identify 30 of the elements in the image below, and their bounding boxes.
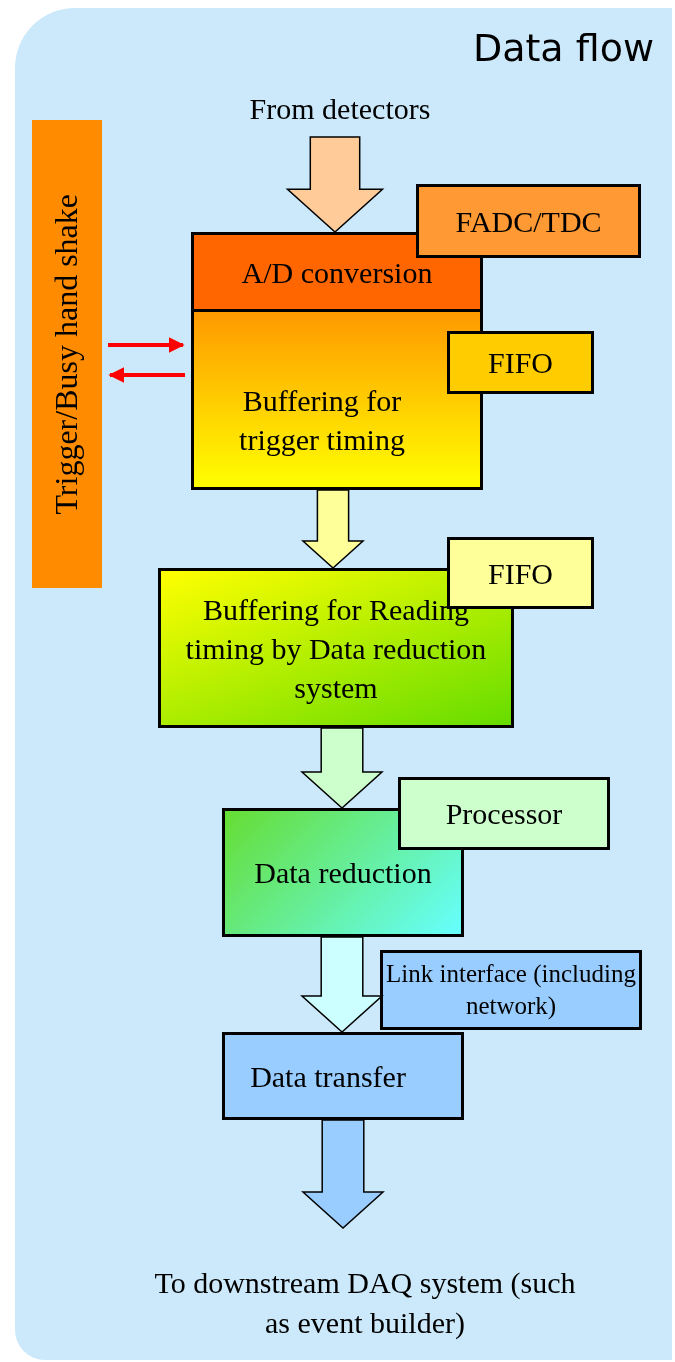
component-box [398, 777, 610, 850]
box-text: FIFO [488, 555, 553, 592]
process-box [222, 1032, 464, 1120]
block-arrow [301, 489, 365, 569]
block-arrow [285, 136, 385, 233]
data-flow-panel [15, 8, 672, 1360]
component-box [416, 184, 641, 258]
box-text: Data transfer [250, 1058, 406, 1095]
box-text: FADC/TDC [455, 203, 602, 240]
box-text: Trigger/Busy hand shake [47, 193, 86, 515]
block-arrow [300, 727, 384, 809]
source-label: From detectors [200, 82, 480, 137]
block-arrow [300, 936, 384, 1033]
block-arrow [301, 1119, 385, 1229]
box-text: A/D conversion [241, 254, 433, 291]
box-text: Buffering for Reading timing by Data reduction system [184, 591, 488, 706]
arrow [108, 367, 185, 383]
box-text: FIFO [488, 345, 553, 381]
destination-label: To downstream DAQ system (such as event builder) [120, 1228, 610, 1348]
handshake-bar [32, 120, 102, 588]
component-box [447, 331, 594, 394]
box-text: Link interface (including network) [386, 958, 636, 1021]
component-box [380, 950, 642, 1030]
box-text: Data reduction [254, 855, 432, 891]
box-text: Buffering for trigger timing [238, 382, 406, 458]
process-box [191, 309, 483, 490]
process-box [191, 232, 483, 312]
group-title: Data flow [472, 26, 654, 70]
box-text: Processor [445, 796, 563, 832]
arrow [108, 337, 185, 353]
